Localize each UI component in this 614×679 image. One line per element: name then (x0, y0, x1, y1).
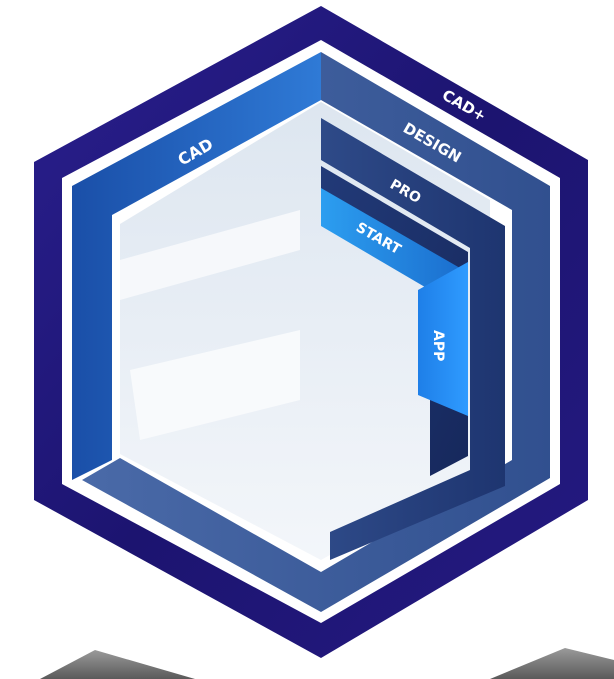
inner-light-stripe-1 (120, 210, 300, 300)
cad-band (72, 52, 321, 480)
floor-right-shape (490, 648, 614, 679)
design-band (321, 118, 505, 560)
inner-light-stripe-2 (130, 330, 300, 440)
label-app: APP (430, 330, 446, 361)
floor-left-shape (40, 650, 195, 679)
start-band (321, 188, 460, 290)
app-band (418, 262, 468, 416)
